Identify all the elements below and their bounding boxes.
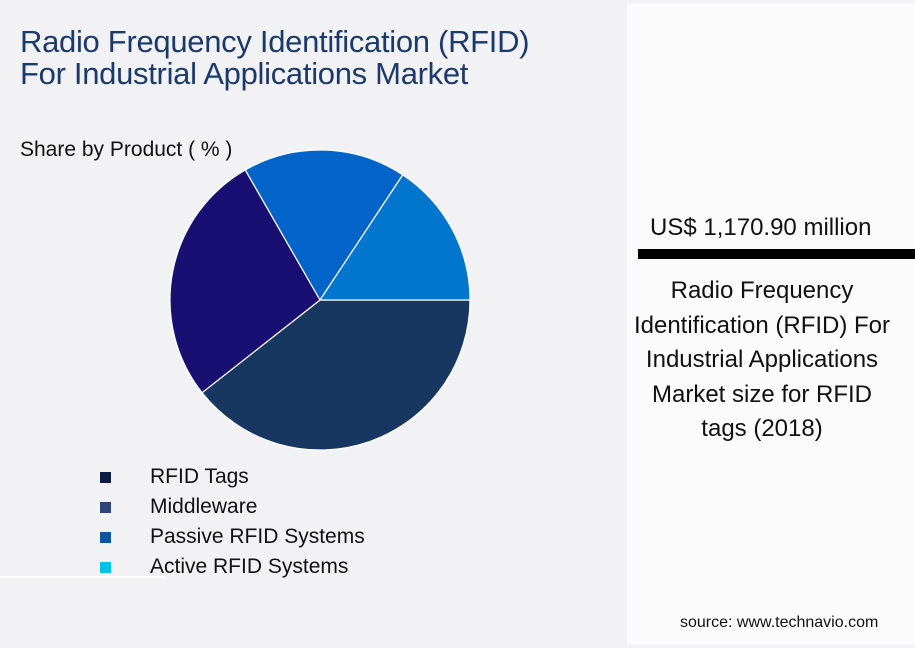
chart-subtitle: Share by Product ( % )	[20, 138, 233, 161]
chart-title: Radio Frequency Identification (RFID) Fo…	[20, 24, 530, 91]
divider	[0, 576, 165, 578]
legend-label: RFID Tags	[150, 465, 249, 488]
pie-slice	[318, 174, 471, 301]
legend-label: Active RFID Systems	[150, 555, 349, 578]
market-description: Radio Frequency Identification (RFID) Fo…	[633, 277, 891, 442]
legend: RFID Tags Middleware Passive RFID System…	[100, 462, 365, 582]
legend-swatch	[100, 561, 111, 573]
legend-swatch	[100, 531, 111, 543]
pie-slice	[244, 149, 404, 302]
legend-swatch	[100, 471, 111, 483]
pie-slice	[201, 299, 471, 451]
pie-slice	[169, 169, 321, 394]
legend-label: Middleware	[150, 495, 258, 518]
legend-item: Middleware	[100, 492, 365, 522]
value-underline	[638, 249, 915, 259]
side-panel	[627, 3, 915, 645]
legend-swatch	[100, 501, 111, 513]
legend-item: RFID Tags	[100, 462, 365, 492]
legend-label: Passive RFID Systems	[150, 525, 365, 548]
market-value: US$ 1,170.90 million	[650, 214, 872, 241]
legend-item: Passive RFID Systems	[100, 522, 365, 552]
legend-item: Active RFID Systems	[100, 552, 365, 582]
source-credit: source: www.technavio.com	[680, 614, 879, 631]
pie-chart	[169, 149, 471, 451]
